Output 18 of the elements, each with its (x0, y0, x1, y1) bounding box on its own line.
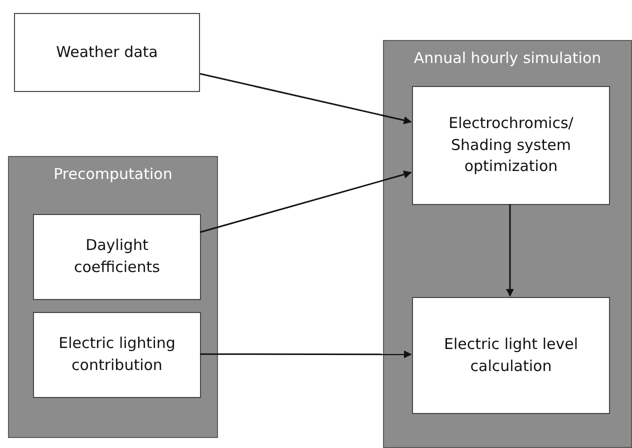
arrow (506, 204, 514, 297)
box-label: Electric lighting contribution (58, 333, 176, 376)
panel-title: Precomputation (52, 165, 174, 183)
group-panel (383, 40, 632, 448)
box-label: Weather data (56, 42, 158, 63)
process-box (412, 297, 610, 414)
arrow (200, 170, 412, 233)
process-box (412, 86, 610, 205)
process-box (33, 312, 201, 398)
group-panel (8, 156, 218, 438)
process-box (14, 13, 200, 92)
arrow (200, 350, 412, 358)
box-label: Electrochromics/ Shading system optimization (448, 112, 574, 178)
process-box (33, 214, 201, 300)
panel-title: Annual hourly simulation (412, 49, 602, 67)
box-label: Electric light level calculation (442, 334, 580, 376)
box-label: Daylight coefficients (72, 235, 161, 278)
arrow (200, 73, 412, 124)
